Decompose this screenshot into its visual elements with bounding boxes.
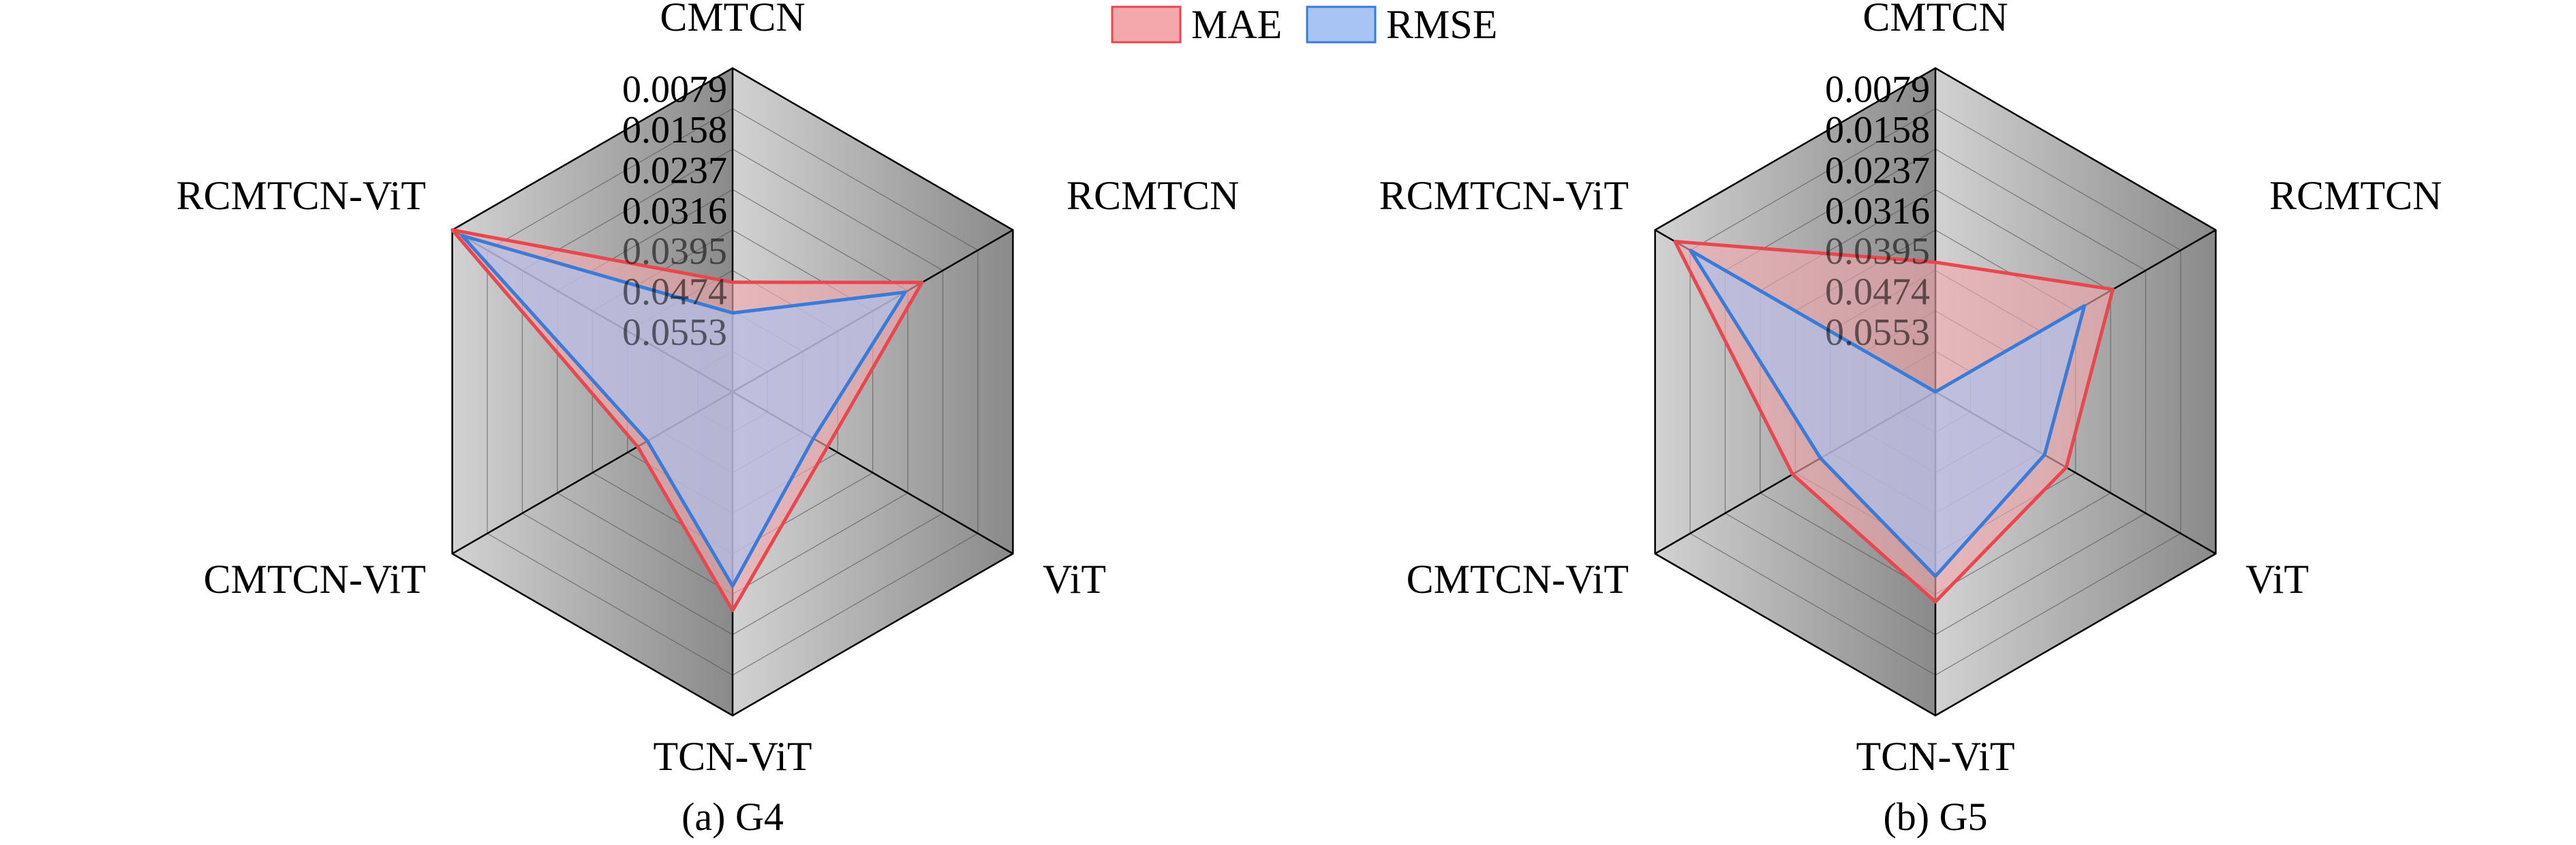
series-rmse-polygon — [460, 234, 907, 588]
series-rmse-polygon — [1689, 249, 2087, 579]
tick-label: 0.0237 — [1825, 149, 1930, 191]
legend-label-mae: MAE — [1191, 2, 1282, 47]
axis-label-rcmtcn-vit: RCMTCN-ViT — [1379, 173, 1629, 218]
tick-label: 0.0079 — [1825, 69, 1930, 111]
radar-outer-border — [1654, 67, 2217, 717]
axis-label-rcmtcn: RCMTCN — [1067, 173, 1239, 218]
tick-label: 0.0395 — [1825, 230, 1930, 273]
axis-label-rcmtcn: RCMTCN — [2269, 173, 2442, 218]
axis-label-cmtcn: CMTCN — [1862, 0, 2008, 40]
legend-label-rmse: RMSE — [1386, 2, 1497, 47]
tick-label: 0.0474 — [1825, 271, 1930, 313]
axis-label-vit: ViT — [2245, 557, 2309, 602]
axis-label-cmtcn: CMTCN — [660, 0, 805, 40]
chart-caption: (b) G5 — [1883, 795, 1987, 839]
radar-chart-g4: 0.00790.01580.02370.03160.03950.04740.05… — [177, 0, 1240, 839]
axis-label-tcn-vit: TCN-ViT — [653, 734, 812, 779]
tick-label: 0.0158 — [622, 109, 727, 151]
tick-label: 0.0237 — [622, 149, 727, 191]
tick-label: 0.0316 — [1825, 190, 1930, 232]
tick-label: 0.0395 — [622, 230, 727, 273]
chart-legend: MAE RMSE — [1111, 2, 1497, 47]
tick-label: 0.0553 — [622, 311, 727, 354]
axis-label-cmtcn-vit: CMTCN-ViT — [204, 557, 426, 602]
axis-label-vit: ViT — [1043, 557, 1106, 602]
axis-label-cmtcn-vit: CMTCN-ViT — [1407, 557, 1629, 602]
tick-label: 0.0316 — [622, 190, 727, 232]
tick-label: 0.0079 — [622, 69, 727, 111]
axis-label-rcmtcn-vit: RCMTCN-ViT — [177, 173, 426, 218]
tick-label: 0.0553 — [1825, 311, 1930, 354]
legend-swatch-mae — [1111, 5, 1182, 44]
chart-caption: (a) G4 — [681, 795, 784, 839]
tick-label: 0.0474 — [622, 271, 727, 313]
legend-swatch-rmse — [1306, 5, 1377, 44]
tick-label: 0.0158 — [1825, 109, 1930, 151]
axis-label-tcn-vit: TCN-ViT — [1856, 734, 2014, 779]
radar-chart-g5: 0.00790.01580.02370.03160.03950.04740.05… — [1379, 0, 2442, 839]
